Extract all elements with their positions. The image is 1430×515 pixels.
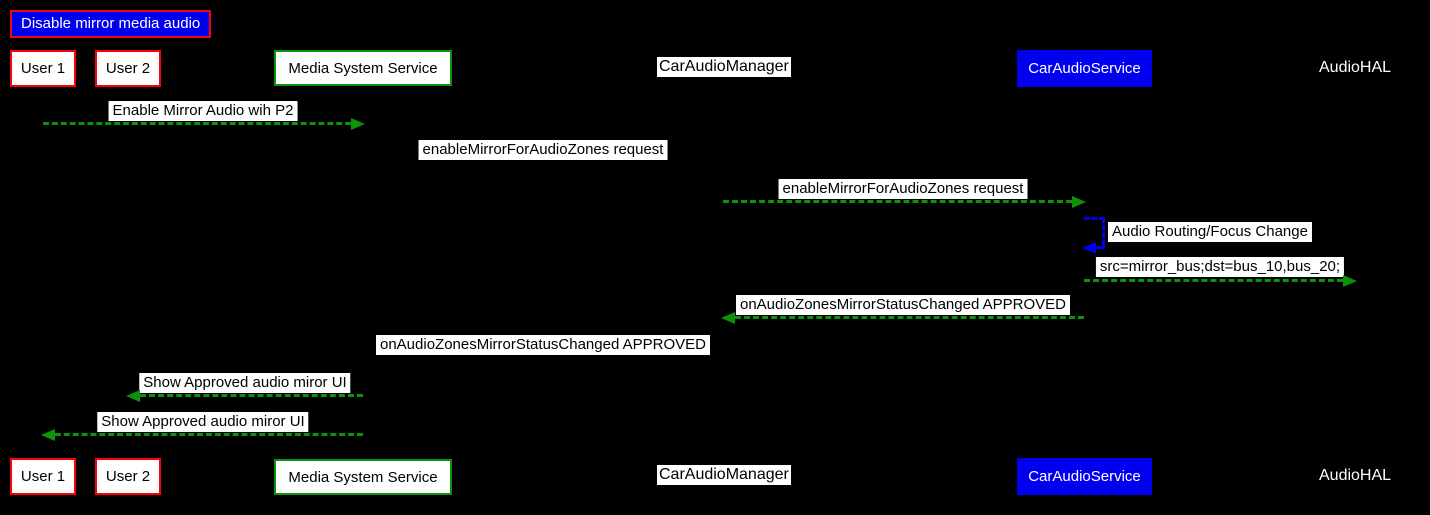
actor-label: User 1 xyxy=(20,468,66,485)
actor-label: User 2 xyxy=(105,60,151,77)
dashed-line xyxy=(1084,279,1352,282)
dashed-line xyxy=(43,122,360,125)
dashed-line xyxy=(131,394,363,397)
self-loop-top-segment xyxy=(1084,217,1105,220)
actor-media-system-service-bottom: Media System Service xyxy=(274,459,452,495)
arrowhead-left-icon xyxy=(126,390,140,402)
actor-label: CarAudioService xyxy=(1028,468,1141,485)
message-label: Audio Routing/Focus Change xyxy=(1108,222,1312,242)
message-label: enableMirrorForAudioZones request xyxy=(418,140,668,160)
message-label: onAudioZonesMirrorStatusChanged APPROVED xyxy=(375,335,711,355)
actor-user2-top: User 2 xyxy=(95,50,161,87)
dashed-line xyxy=(723,200,1081,203)
message-label: enableMirrorForAudioZones request xyxy=(778,179,1028,199)
arrowhead-left-icon xyxy=(361,352,375,364)
message-label: onAudioZonesMirrorStatusChanged APPROVED xyxy=(735,295,1071,315)
actor-label: User 2 xyxy=(105,468,151,485)
actor-user2-bottom: User 2 xyxy=(95,458,161,495)
actor-label: User 1 xyxy=(20,60,66,77)
actor-car-audio-service-top: CarAudioService xyxy=(1017,50,1152,87)
arrowhead-left-icon xyxy=(1082,242,1096,254)
actor-label: Media System Service xyxy=(288,59,438,77)
dashed-line xyxy=(46,433,363,436)
actor-user1-top: User 1 xyxy=(10,50,76,87)
actor-user1-bottom: User 1 xyxy=(10,458,76,495)
actor-car-audio-service-bottom: CarAudioService xyxy=(1017,458,1152,495)
dashed-line xyxy=(363,161,720,164)
actor-audio-hal-top: AudioHAL xyxy=(1319,59,1392,76)
actor-label: CarAudioService xyxy=(1028,60,1141,77)
message-label: Enable Mirror Audio wih P2 xyxy=(108,101,298,121)
dashed-line xyxy=(726,316,1084,319)
arrowhead-left-icon xyxy=(721,312,735,324)
message-label: src=mirror_bus;dst=bus_10,bus_20; xyxy=(1095,257,1345,277)
message-label: Show Approved audio miror UI xyxy=(97,412,309,432)
arrowhead-right-icon xyxy=(1072,196,1086,208)
actor-label: Media System Service xyxy=(288,468,438,486)
arrowhead-left-icon xyxy=(41,429,55,441)
arrowhead-right-icon xyxy=(711,157,725,169)
message-label: Show Approved audio miror UI xyxy=(139,373,351,393)
actor-car-audio-manager-bottom: CarAudioManager xyxy=(657,465,791,485)
arrowhead-right-icon xyxy=(351,118,365,130)
self-loop-bottom-segment xyxy=(1094,246,1105,249)
arrowhead-right-icon xyxy=(1343,275,1357,287)
actor-audio-hal-bottom: AudioHAL xyxy=(1319,467,1392,484)
diagram-title: Disable mirror media audio xyxy=(10,10,212,38)
actor-car-audio-manager-top: CarAudioManager xyxy=(657,57,791,77)
actor-media-system-service-top: Media System Service xyxy=(274,50,452,86)
dashed-line xyxy=(366,356,723,359)
self-loop-right-segment xyxy=(1102,217,1105,246)
